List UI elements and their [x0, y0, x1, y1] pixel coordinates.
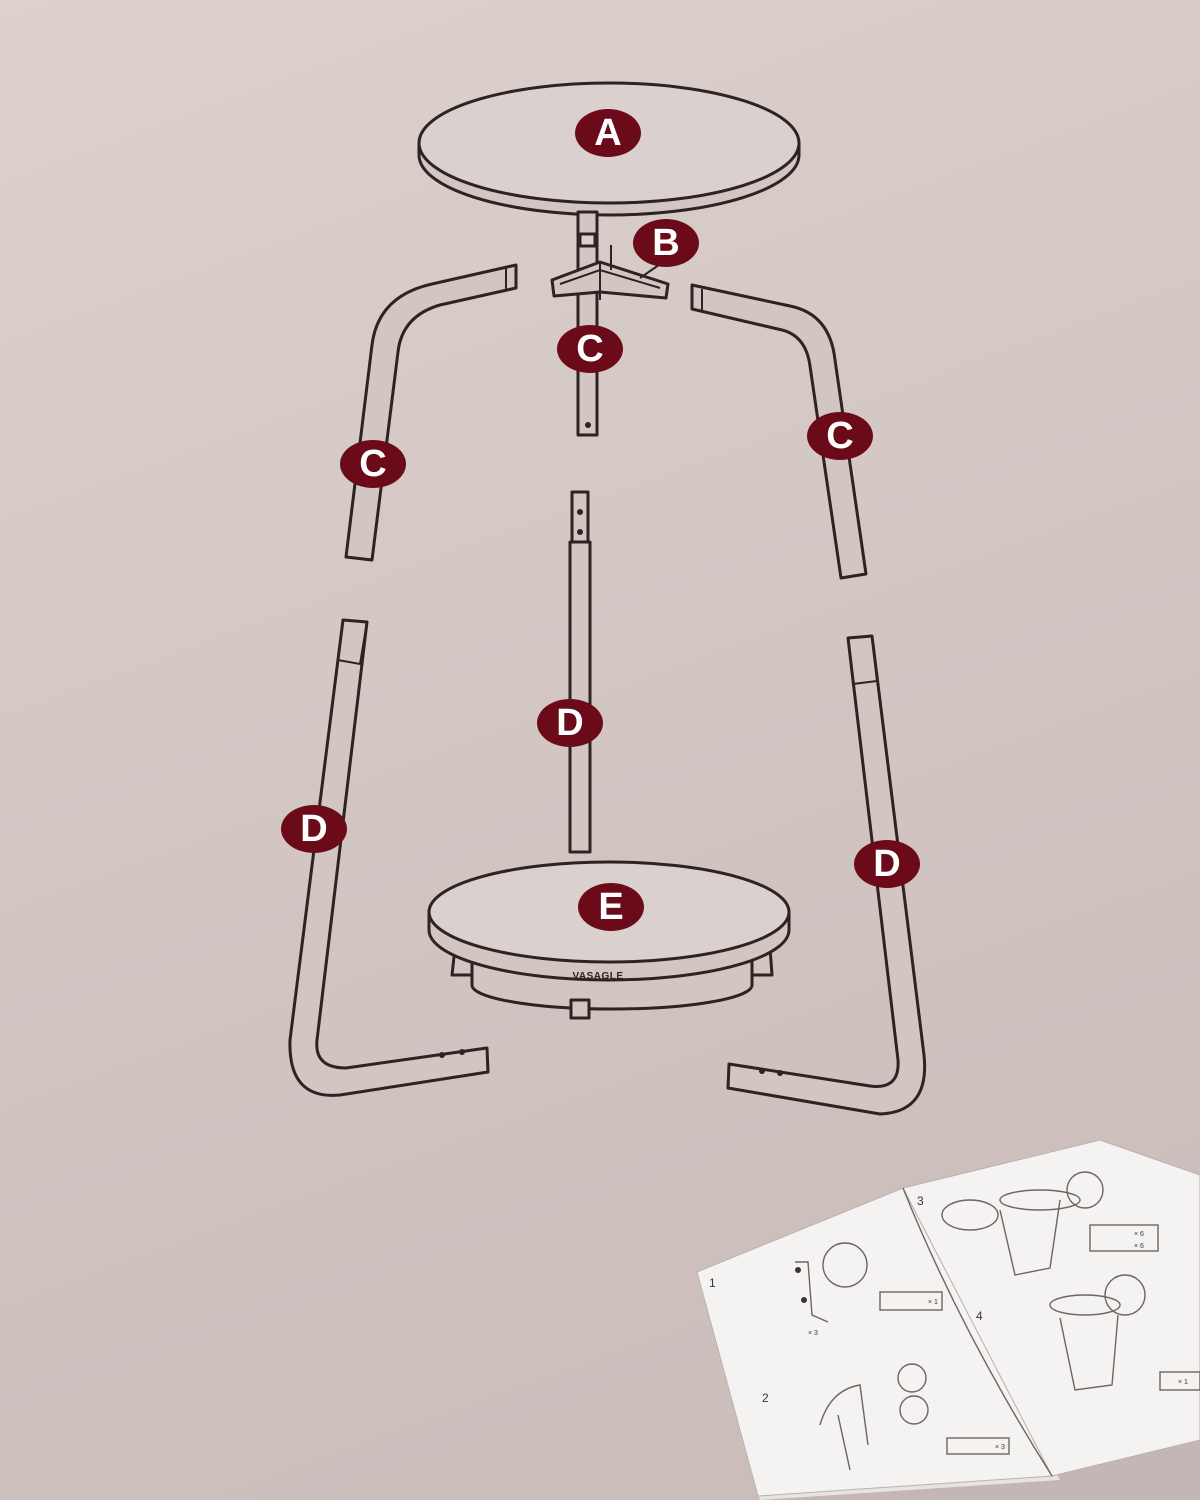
lower-left-leg-part	[288, 618, 490, 1097]
badge-c-right: C	[807, 412, 873, 460]
center-lower-rod-part	[568, 490, 592, 854]
manual-qty-5: × 3	[995, 1444, 1005, 1451]
upper-left-leg-part	[344, 263, 518, 562]
badge-d-center: D	[537, 699, 603, 747]
manual-qty-3: × 6	[1134, 1231, 1144, 1238]
instruction-manual: 1 × 3 × 1 2 × 3 3 × 6 × 6 4 × 1	[696, 1139, 1200, 1500]
bracket-part	[550, 245, 670, 300]
brand-logo: VASAGLE	[572, 971, 623, 982]
manual-step-1: 1	[709, 1276, 716, 1290]
badge-d-left: D	[281, 805, 347, 853]
svg-text:B: B	[652, 222, 679, 264]
center-upper-rod-part	[576, 210, 599, 437]
manual-step-2: 2	[762, 1391, 769, 1405]
svg-text:A: A	[594, 112, 621, 154]
badge-b: B	[633, 219, 699, 267]
badge-c-left: C	[340, 440, 406, 488]
manual-step-4: 4	[976, 1309, 983, 1323]
svg-text:C: C	[826, 415, 853, 457]
svg-text:C: C	[359, 443, 386, 485]
svg-text:E: E	[598, 886, 623, 928]
manual-step-3: 3	[917, 1194, 924, 1208]
badge-c-center: C	[557, 325, 623, 373]
svg-text:D: D	[873, 843, 900, 885]
manual-qty-4: × 6	[1134, 1243, 1144, 1250]
badge-e: E	[578, 883, 644, 931]
badge-d-right: D	[854, 840, 920, 888]
svg-text:C: C	[576, 328, 603, 370]
tabletop-part	[417, 81, 801, 217]
svg-text:D: D	[556, 702, 583, 744]
manual-qty-6: × 1	[1178, 1379, 1188, 1386]
svg-text:D: D	[300, 808, 327, 850]
manual-qty-2: × 1	[928, 1299, 938, 1306]
manual-qty-1: × 3	[808, 1330, 818, 1337]
badge-a: A	[575, 109, 641, 157]
lower-right-leg-part	[726, 634, 927, 1116]
upper-right-leg-part	[690, 283, 868, 580]
